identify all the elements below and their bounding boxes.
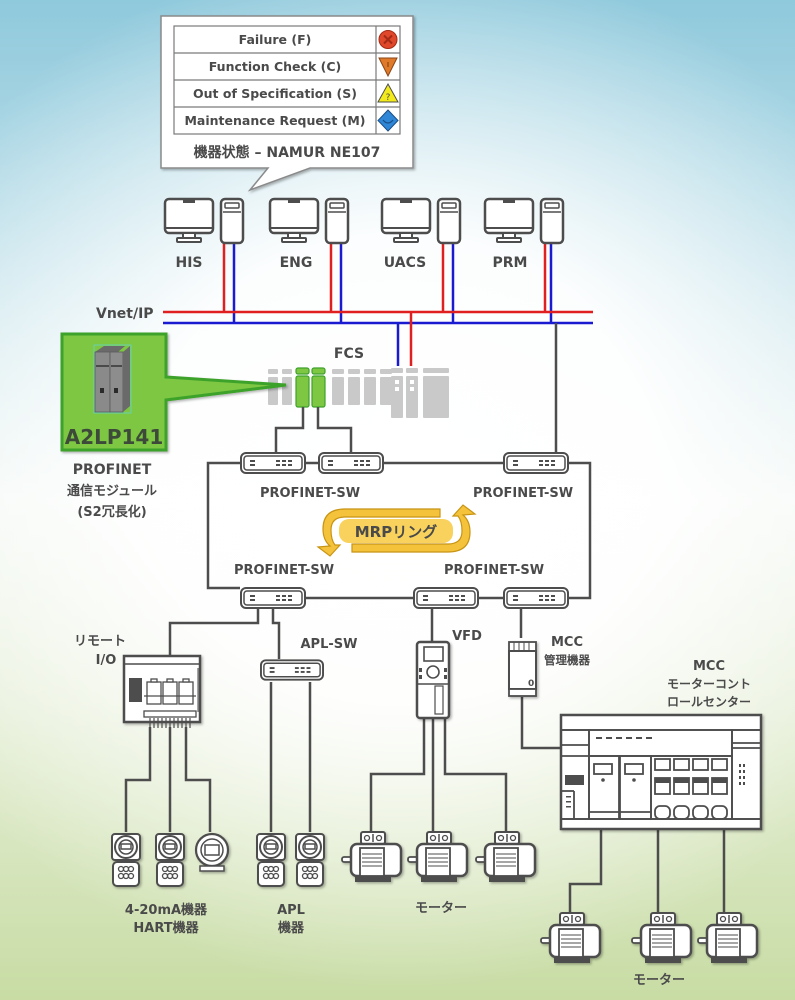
profinet-switch-bottom-mid[interactable]	[413, 587, 479, 609]
vnet-label: Vnet/IP	[96, 306, 154, 322]
mrp-ring-badge	[316, 504, 477, 557]
profinet-switch-top-left-a[interactable]	[240, 452, 306, 474]
module-image	[93, 344, 132, 414]
vfd-label: VFD	[452, 629, 482, 644]
switch-label-top-left: PROFINET-SW	[260, 486, 360, 501]
station-eng[interactable]	[268, 197, 350, 245]
mcc-device-digit: 0	[528, 679, 534, 689]
switch-label-bottom-left: PROFINET-SW	[234, 563, 334, 578]
legend-table: Failure (F) Function Check (C) Out of Sp…	[173, 25, 401, 161]
motor-vfd-3[interactable]	[475, 830, 537, 884]
remote-io-label-2: I/O	[96, 653, 117, 668]
apl-devices-label-2: 機器	[278, 920, 305, 936]
profinet-switch-bottom-right[interactable]	[503, 587, 569, 609]
mrp-ring-label: MRPリング	[355, 523, 437, 541]
station-uacs[interactable]	[380, 197, 462, 245]
apl-switch-label: APL-SW	[301, 637, 358, 652]
svg-text:?: ?	[386, 93, 391, 103]
vfd-device[interactable]	[415, 640, 451, 720]
failure-icon	[378, 30, 398, 49]
station-his[interactable]	[163, 197, 245, 245]
fcs-rack[interactable]	[268, 368, 449, 418]
hart-label-1: 4-20mA機器	[125, 902, 208, 918]
switch-label-bottom-right: PROFINET-SW	[444, 563, 544, 578]
motor-mcc-2[interactable]	[631, 911, 693, 965]
motor-vfd-2[interactable]	[407, 830, 469, 884]
motor-vfd-1[interactable]	[341, 830, 403, 884]
apl-devices-label-1: APL	[277, 903, 305, 918]
station-his-label: HIS	[175, 255, 202, 271]
hart-transmitter-1[interactable]	[111, 833, 141, 887]
fcs-label: FCS	[334, 346, 364, 362]
station-prm[interactable]	[483, 197, 565, 245]
module-desc-3: (S2冗長化)	[77, 504, 146, 520]
legend-row-failure: Failure (F)	[239, 32, 312, 47]
field-wiring	[124, 609, 726, 913]
mcc-center-label-1: MCC	[693, 659, 725, 674]
a2lp141-module-in-rack[interactable]	[295, 367, 326, 408]
motor-mcc-3[interactable]	[697, 911, 759, 965]
mcc-management-device[interactable]: 0	[508, 641, 537, 697]
vnet-bus	[163, 240, 593, 366]
remote-io[interactable]	[122, 654, 202, 728]
profinet-switch-top-left-b[interactable]	[318, 452, 384, 474]
module-name: A2LP141	[65, 425, 164, 449]
motors-label-mcc: モーター	[633, 973, 685, 988]
module-desc-2: 通信モジュール	[67, 483, 157, 499]
hart-flowmeter[interactable]	[194, 832, 230, 872]
out-of-spec-icon: ?	[377, 82, 399, 103]
apl-transmitter-2[interactable]	[295, 833, 325, 887]
maintenance-request-icon	[377, 109, 399, 132]
mcc-device-label-1: MCC	[551, 635, 583, 650]
hart-label-2: HART機器	[133, 920, 199, 936]
hart-transmitter-2[interactable]	[155, 833, 185, 887]
legend-row-out-of-spec: Out of Specification (S)	[193, 86, 357, 101]
apl-transmitter-1[interactable]	[256, 833, 286, 887]
legend-row-function-check: Function Check (C)	[209, 59, 341, 74]
profinet-switch-bottom-left[interactable]	[240, 587, 306, 609]
motor-control-center[interactable]	[559, 713, 763, 831]
station-eng-label: ENG	[280, 255, 313, 271]
motor-mcc-1[interactable]	[540, 911, 602, 965]
function-check-icon	[378, 57, 398, 78]
switch-label-top-right: PROFINET-SW	[473, 486, 573, 501]
apl-switch[interactable]	[260, 659, 324, 681]
mcc-center-label-2: モーターコント	[667, 677, 751, 691]
profinet-switch-top-right[interactable]	[503, 452, 569, 474]
mcc-device-label-2: 管理機器	[544, 653, 590, 667]
mcc-center-label-3: ロールセンター	[667, 695, 751, 709]
legend-row-maintenance: Maintenance Request (M)	[184, 113, 365, 128]
station-prm-label: PRM	[493, 255, 528, 271]
module-desc-1: PROFINET	[73, 462, 152, 478]
remote-io-label-1: リモート	[74, 634, 126, 649]
profinet-ring	[206, 323, 592, 600]
legend-title: 機器状態 – NAMUR NE107	[194, 144, 381, 161]
motors-label-vfd: モーター	[415, 901, 467, 916]
station-uacs-label: UACS	[384, 255, 426, 271]
